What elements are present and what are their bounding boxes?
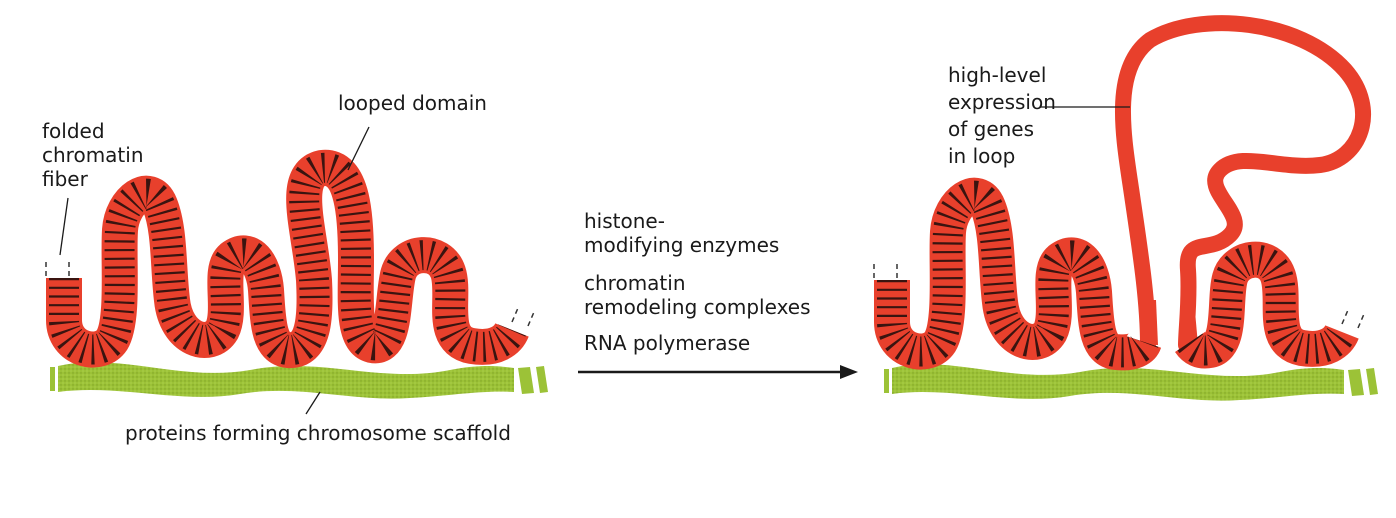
looped-domain-leader [347, 126, 370, 171]
expressed-gene-loop [1115, 15, 1371, 353]
right-chromatin-fiber [874, 177, 1359, 371]
transition-arrow [578, 365, 858, 379]
high-level-expression-label: high-level expression of genes in loop [948, 63, 1062, 168]
rna-polymerase-label: RNA polymerase [584, 331, 750, 355]
scaffold-leader [305, 391, 321, 415]
right-chromosome-scaffold [884, 364, 1378, 401]
right-fiber-dashed-ends [873, 260, 1365, 329]
left-fiber-dashed-ends [45, 258, 535, 327]
remodeling-complexes-label: chromatin remodeling complexes [584, 271, 811, 319]
left-chromosome-scaffold [50, 362, 548, 399]
folded-chromatin-fiber-label: folded chromatin fiber [42, 119, 150, 191]
looped-domain-label: looped domain [338, 91, 487, 115]
histone-enzymes-label: histone- modifying enzymes [584, 209, 779, 257]
left-chromatin-fiber [46, 149, 529, 368]
scaffold-label: proteins forming chromosome scaffold [125, 421, 511, 445]
chromatin-fiber-leader [59, 197, 69, 256]
